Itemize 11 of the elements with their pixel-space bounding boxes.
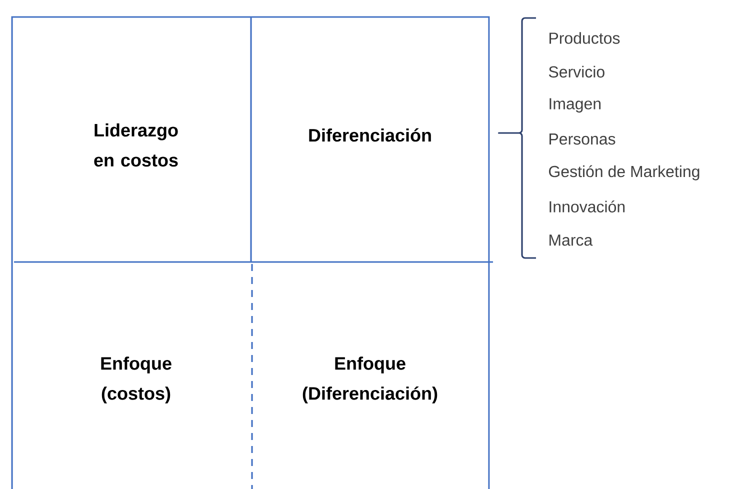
list-item: Productos xyxy=(550,32,620,44)
list-item: Innovación xyxy=(550,200,625,212)
cell-label: Liderazgo en costos xyxy=(94,123,178,167)
cell-label: Diferenciación xyxy=(309,128,431,142)
cell-label: Enfoque (costos) xyxy=(101,356,172,404)
list-item: Imagen xyxy=(550,98,601,113)
list-item: Servicio xyxy=(548,66,604,78)
list-item: Marca xyxy=(550,234,593,246)
list-item: Gestión de Marketing xyxy=(549,165,700,180)
cell-label: Enfoque (Diferenciación) xyxy=(302,356,438,404)
list-item: Personas xyxy=(550,134,616,145)
